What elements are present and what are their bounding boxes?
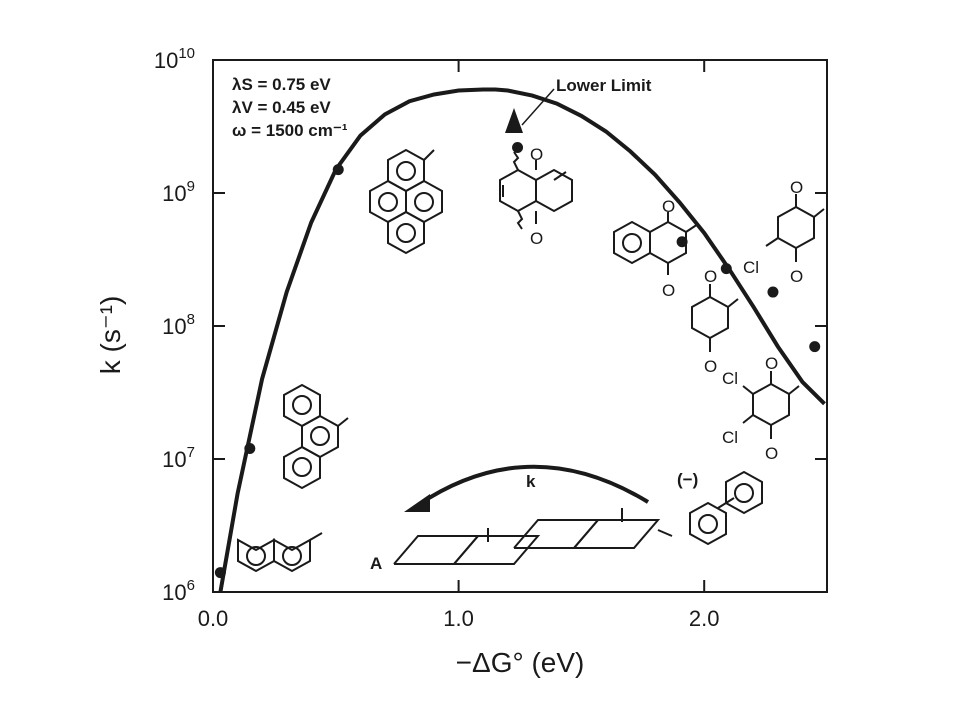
atom-o-1: O xyxy=(530,145,543,164)
data-point-5 xyxy=(720,263,732,275)
data-point-7 xyxy=(809,341,821,353)
atom-o-2: O xyxy=(530,229,543,248)
atom-cl-1: Cl xyxy=(743,258,759,277)
naphthoquinone-structure xyxy=(613,212,699,275)
atom-o-7: O xyxy=(790,178,803,197)
param-lambda-s: λS = 0.75 eV xyxy=(232,75,331,94)
y-tick-label-1: 107 xyxy=(162,444,195,472)
methyl-benzoquinone-structure xyxy=(691,284,739,352)
rate-arrow xyxy=(416,464,650,507)
y-tick-label-2: 108 xyxy=(162,311,195,339)
rate-label: k xyxy=(526,472,536,491)
acceptor-label: A xyxy=(370,554,382,573)
atom-o-5: O xyxy=(704,267,717,286)
chloro-benzoquinone-structure xyxy=(765,194,825,262)
rate-arrow-head-icon xyxy=(404,494,430,512)
lower-limit-annotation: Lower Limit xyxy=(505,76,652,133)
data-point-4 xyxy=(676,236,688,248)
data-point-2 xyxy=(332,164,344,176)
axis-tick-labels: 0.0 1.0 2.0 106 107 108 109 1010 xyxy=(154,45,720,631)
data-point-1 xyxy=(244,442,256,454)
x-axis-label: −ΔG° (eV) xyxy=(456,647,585,678)
charge-label: (−) xyxy=(677,470,698,489)
lower-limit-label: Lower Limit xyxy=(556,76,652,95)
y-axis-label: k (s⁻¹) xyxy=(95,296,126,375)
atom-o-4: O xyxy=(662,281,675,300)
biphenyl-structure xyxy=(689,470,763,546)
x-tick-label-2: 2.0 xyxy=(689,606,720,631)
y-tick-label-0: 106 xyxy=(162,577,195,605)
data-point-0 xyxy=(214,567,226,579)
atom-cl-2: Cl xyxy=(722,369,738,388)
param-lambda-v: λV = 0.45 eV xyxy=(232,98,331,117)
phenanthrene-structure xyxy=(283,383,349,490)
naphthalene-structure xyxy=(237,532,323,573)
molecule-drawings xyxy=(237,148,825,573)
lower-limit-arrow-icon xyxy=(505,108,523,133)
atom-cl-3: Cl xyxy=(722,428,738,447)
lower-limit-leader xyxy=(521,88,555,126)
theory-curve xyxy=(218,87,826,593)
y-tick-label-4: 1010 xyxy=(154,45,195,73)
molecule-labels: O O O O O O O O O O Cl Cl Cl k (−) A xyxy=(370,145,803,573)
parameter-block: λS = 0.75 eV λV = 0.45 eV ω = 1500 cm⁻¹ xyxy=(232,75,348,140)
data-point-6 xyxy=(767,286,779,298)
dichloro-benzoquinone-structure xyxy=(742,371,800,439)
atom-o-3: O xyxy=(662,197,675,216)
quinone-bicyclic-structure xyxy=(499,151,573,230)
data-point-3 xyxy=(512,141,524,153)
atom-o-6: O xyxy=(704,357,717,376)
pyrene-structure xyxy=(369,148,443,255)
param-omega: ω = 1500 cm⁻¹ xyxy=(232,121,348,140)
x-tick-label-0: 0.0 xyxy=(198,606,229,631)
x-tick-label-1: 1.0 xyxy=(443,606,474,631)
y-tick-label-3: 109 xyxy=(162,178,195,206)
data-points xyxy=(214,141,821,579)
atom-o-8: O xyxy=(790,267,803,286)
axis-ticks xyxy=(212,59,827,593)
steroid-spacer-structure xyxy=(393,508,673,565)
atom-o-10: O xyxy=(765,444,778,463)
atom-o-9: O xyxy=(765,354,778,373)
